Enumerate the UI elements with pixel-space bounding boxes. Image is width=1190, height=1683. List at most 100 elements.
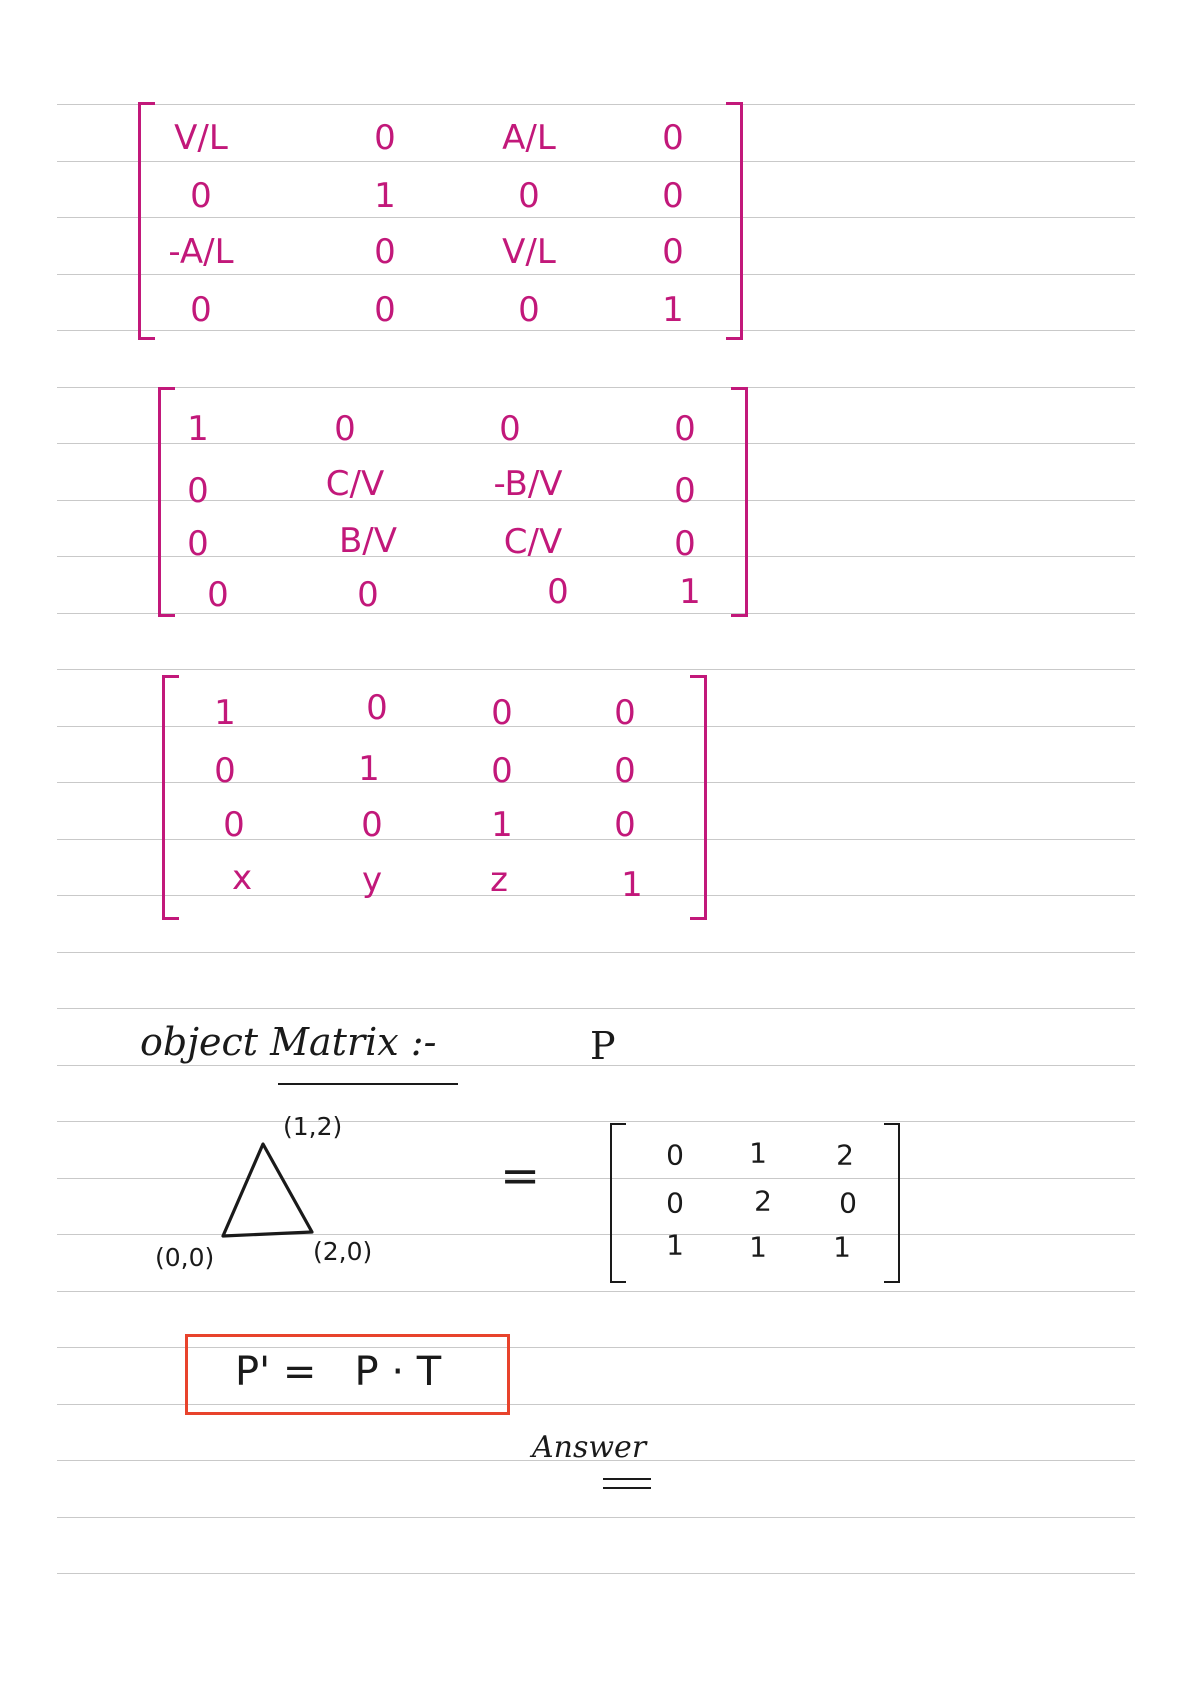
heading-underline (278, 1083, 458, 1085)
ruled-line (57, 1347, 1135, 1348)
matrix-cell: 0 (357, 575, 379, 615)
left-bracket (610, 1123, 626, 1283)
matrix-cell: 1 (374, 176, 396, 216)
matrix-cell: 0 (839, 1186, 857, 1220)
ruled-line (57, 104, 1135, 105)
ruled-line (57, 330, 1135, 331)
ruled-line (57, 1460, 1135, 1461)
matrix-cell: 0 (614, 693, 636, 733)
matrix-cell: 0 (361, 805, 383, 845)
object-matrix-symbol: P (590, 1024, 616, 1068)
matrix-cell: 0 (374, 232, 396, 272)
ruled-line (57, 1573, 1135, 1574)
matrix-cell: 0 (547, 572, 569, 612)
translation-matrix: 1 0 0 0 0 1 0 0 0 0 1 0 x y z 1 (162, 675, 707, 920)
right-bracket (726, 102, 743, 340)
ruled-line (57, 669, 1135, 670)
matrix-cell: 0 (187, 524, 209, 564)
matrix-cell: 0 (662, 232, 684, 272)
matrix-cell: 0 (518, 290, 540, 330)
matrix-cell: z (490, 860, 508, 900)
right-bracket (690, 675, 707, 920)
matrix-cell: 1 (187, 409, 209, 449)
matrix-cell: 0 (674, 524, 696, 564)
rotation-matrix-x: 1 0 0 0 0 C/V -B/V 0 0 B/V C/V 0 0 0 0 1 (158, 387, 748, 617)
ruled-line (57, 1403, 1135, 1405)
matrix-cell: 2 (754, 1184, 772, 1218)
matrix-cell: -A/L (168, 232, 234, 272)
matrix-cell: 0 (674, 471, 696, 511)
matrix-cell: 1 (749, 1230, 767, 1264)
ruled-line (57, 160, 1135, 162)
matrix-cell: 0 (207, 575, 229, 615)
formula-box: P' = P · T (185, 1334, 510, 1415)
matrix-cell: 1 (666, 1228, 684, 1262)
ruled-line (57, 1516, 1135, 1518)
equals-sign: = (500, 1148, 541, 1204)
matrix-cell: 1 (491, 805, 513, 845)
ruled-line (57, 273, 1135, 275)
left-bracket (162, 675, 179, 920)
matrix-cell: 0 (214, 751, 236, 791)
matrix-cell: 0 (491, 751, 513, 791)
ruled-line (57, 895, 1135, 896)
ruled-line (57, 556, 1135, 557)
right-bracket (884, 1123, 900, 1283)
ruled-line (57, 217, 1135, 218)
matrix-cell: 0 (374, 290, 396, 330)
answer-label: Answer (532, 1430, 647, 1465)
matrix-cell: 0 (187, 471, 209, 511)
ruled-line (57, 386, 1135, 388)
ruled-line (57, 1290, 1135, 1292)
matrix-cell: 0 (666, 1138, 684, 1172)
matrix-cell: 0 (334, 409, 356, 449)
matrix-cell: 1 (833, 1230, 851, 1264)
matrix-cell: x (231, 858, 253, 898)
vertex-label-top: (1,2) (283, 1112, 343, 1141)
ruled-line (57, 1008, 1135, 1009)
ruled-line (57, 612, 1135, 614)
matrix-cell: V/L (502, 232, 556, 272)
matrix-cell: 0 (662, 118, 684, 158)
matrix-cell: 0 (190, 176, 212, 216)
matrix-cell: 1 (358, 749, 380, 789)
matrix-cell: B/V (338, 521, 398, 561)
matrix-cell: C/V (503, 522, 563, 562)
vertex-label-right: (2,0) (313, 1237, 373, 1266)
left-bracket (158, 387, 175, 617)
ruled-line (57, 951, 1135, 953)
matrix-cell: 0 (614, 751, 636, 791)
ruled-line (57, 1177, 1135, 1179)
transformation-formula: P' = P · T (235, 1349, 442, 1395)
ruled-line (57, 782, 1135, 783)
matrix-cell: 0 (666, 1186, 684, 1220)
matrix-cell: 0 (374, 118, 396, 158)
ruled-line (57, 499, 1135, 501)
object-matrix-heading: object Matrix :- (140, 1020, 437, 1064)
matrix-cell: -B/V (493, 464, 563, 504)
rotation-matrix-y: V/L 0 A/L 0 0 1 0 0 -A/L 0 V/L 0 0 0 0 1 (138, 102, 743, 340)
matrix-cell: 0 (614, 805, 636, 845)
matrix-cell: y (361, 860, 383, 900)
matrix-cell: 2 (836, 1138, 854, 1172)
vertex-label-left: (0,0) (155, 1243, 215, 1272)
matrix-cell: 1 (214, 693, 236, 733)
matrix-cell: 0 (499, 409, 521, 449)
ruled-line (57, 443, 1135, 444)
matrix-cell: V/L (174, 118, 228, 158)
matrix-cell: 1 (662, 290, 684, 330)
object-matrix: 0 1 2 0 2 0 1 1 1 (610, 1123, 900, 1283)
matrix-cell: 1 (621, 865, 643, 905)
ruled-line (57, 838, 1135, 840)
right-bracket (731, 387, 748, 617)
left-bracket (138, 102, 155, 340)
triangle-sketch (221, 1142, 314, 1238)
matrix-cell: 0 (190, 290, 212, 330)
matrix-cell: 0 (491, 693, 513, 733)
matrix-cell: 1 (679, 572, 701, 612)
ruled-line (57, 725, 1135, 727)
matrix-cell: 0 (366, 688, 388, 728)
matrix-cell: 0 (223, 805, 245, 845)
ruled-line (57, 1234, 1135, 1235)
